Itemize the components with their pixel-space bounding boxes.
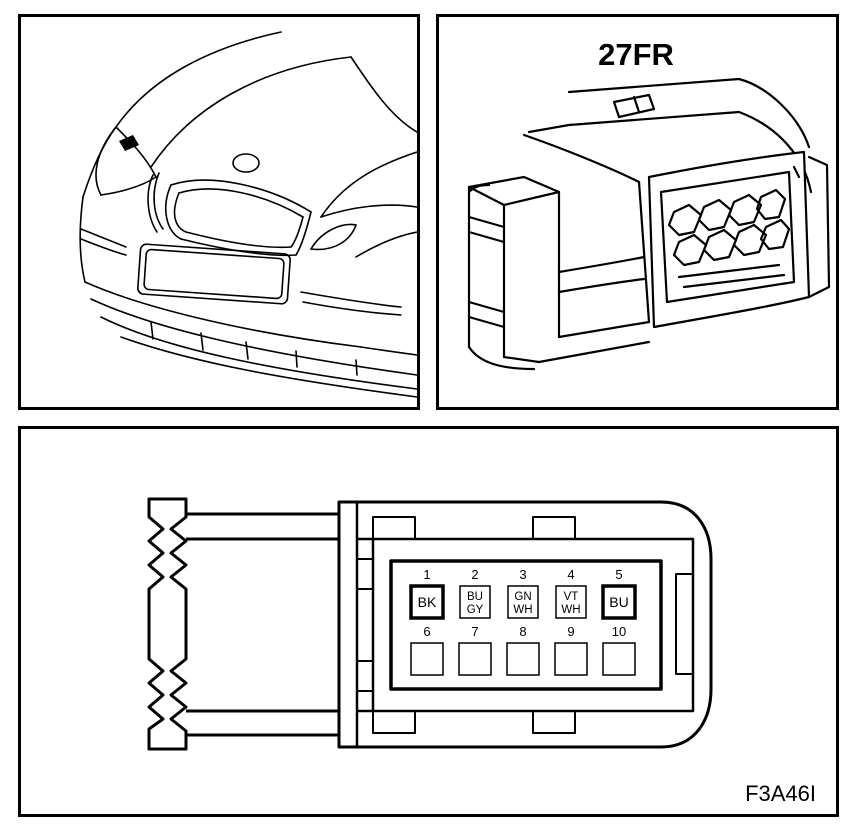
pin-cavity-5 <box>601 584 637 620</box>
pin-cavity-3 <box>507 585 539 619</box>
pin-row-bottom: 6 7 8 9 10 <box>410 624 636 676</box>
pin-wire-color-3-line1: GN <box>514 591 531 603</box>
pin-cavity-4 <box>555 585 587 619</box>
car-locator-panel <box>18 14 420 410</box>
pin-wire-color-4-line2: WH <box>561 604 580 616</box>
connector-view-panel: 27FR <box>436 14 839 410</box>
pin-wire-color-2-line2: GY <box>467 604 484 616</box>
pin-wire-color-4-line1: VT <box>564 591 579 603</box>
connector-location-marker <box>119 135 139 151</box>
pin-cavity-8 <box>506 642 540 676</box>
connector-isometric-illustration: 27FR <box>467 37 831 371</box>
pin-wire-color-1: BK <box>418 594 437 610</box>
pin-cavity-1 <box>409 584 445 620</box>
pinout-panel: 1 BK 2 BU GY 3 GN WH 4 VT WH 5 BU 6 <box>18 426 839 817</box>
pin-number-4: 4 <box>567 567 574 582</box>
pin-wire-color-5: BU <box>609 594 628 610</box>
pin-number-7: 7 <box>471 624 478 639</box>
pin-cavity-9 <box>554 642 588 676</box>
pin-number-1: 1 <box>423 567 430 582</box>
figure-code: F3A46I <box>745 781 816 806</box>
pin-number-3: 3 <box>519 567 526 582</box>
pin-number-10: 10 <box>612 624 626 639</box>
pin-cavity-2 <box>459 585 491 619</box>
pin-row-top: 1 BK 2 BU GY 3 GN WH 4 VT WH 5 BU <box>409 567 637 620</box>
pin-cavity-10 <box>602 642 636 676</box>
pinout-diagram: 1 BK 2 BU GY 3 GN WH 4 VT WH 5 BU 6 <box>147 497 816 806</box>
pin-number-9: 9 <box>567 624 574 639</box>
pin-number-2: 2 <box>471 567 478 582</box>
connector-id-label: 27FR <box>598 37 674 72</box>
pin-wire-color-3-line2: WH <box>513 604 532 616</box>
pin-number-5: 5 <box>615 567 622 582</box>
car-front-illustration <box>79 31 417 398</box>
pin-number-8: 8 <box>519 624 526 639</box>
pin-cavity-7 <box>458 642 492 676</box>
pin-wire-color-2-line1: BU <box>467 591 483 603</box>
pin-cavity-6 <box>410 642 444 676</box>
pin-number-6: 6 <box>423 624 430 639</box>
